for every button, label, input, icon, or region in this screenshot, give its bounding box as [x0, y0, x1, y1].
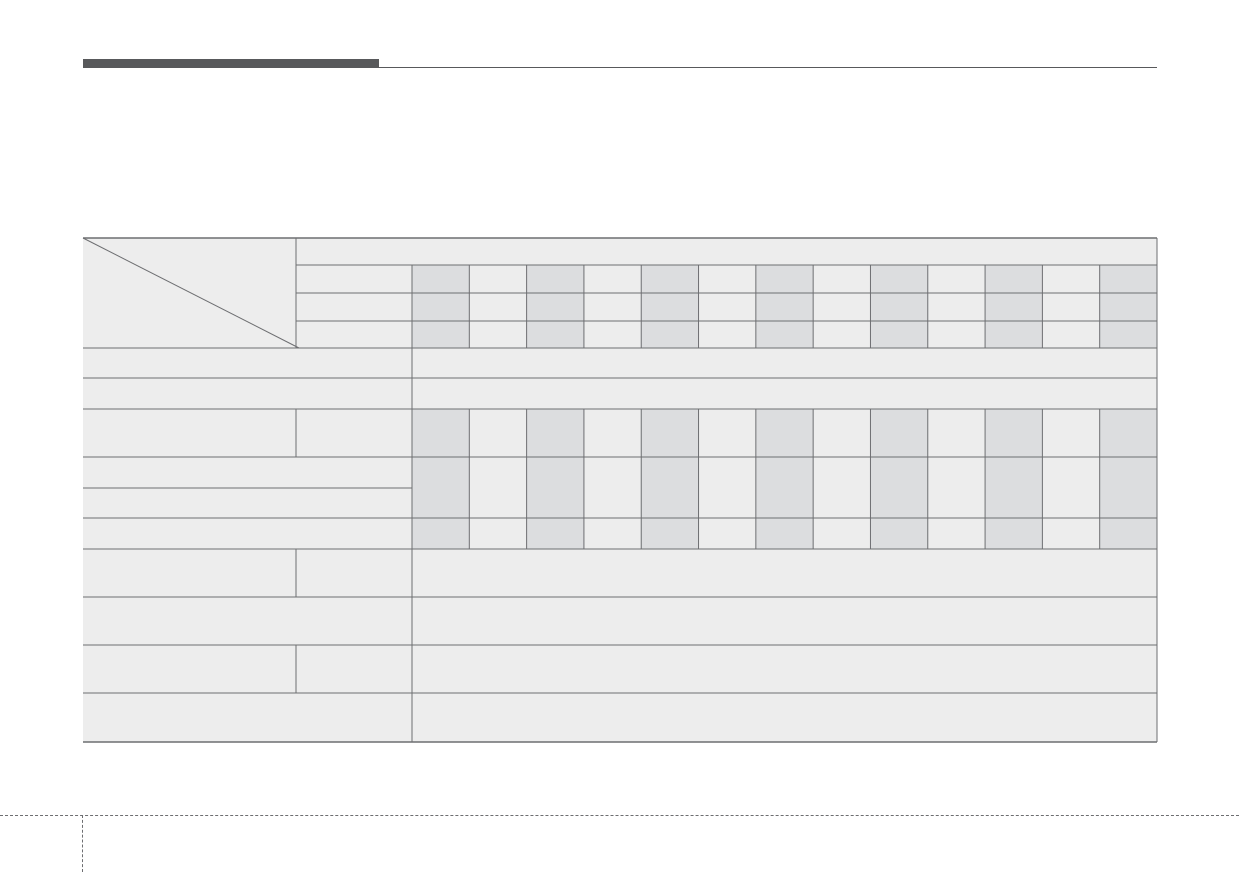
value-column-cell [526, 265, 584, 348]
value-column-cell [526, 409, 584, 549]
value-column-cell [870, 409, 928, 549]
value-column-cell [870, 265, 928, 348]
value-column-cell [1099, 409, 1157, 549]
value-column-cell [755, 265, 814, 348]
value-column-cell [412, 409, 470, 549]
value-column-cell [985, 265, 1043, 348]
table-rules [82, 237, 1158, 743]
value-column-cell [641, 409, 699, 549]
value-column-cell [412, 265, 470, 348]
footer-dashed-divider [82, 815, 83, 872]
value-column-cell [1099, 265, 1157, 348]
value-column-cell [755, 409, 814, 549]
header-accent-bar [83, 59, 379, 68]
footer-dashed-rule [0, 815, 1239, 816]
value-column-cell [641, 265, 699, 348]
header-rule [83, 67, 1157, 68]
value-column-cell [985, 409, 1043, 549]
table-background [83, 238, 1157, 742]
table-cells [83, 238, 1157, 742]
corner-diagonal-rule [82, 237, 300, 349]
